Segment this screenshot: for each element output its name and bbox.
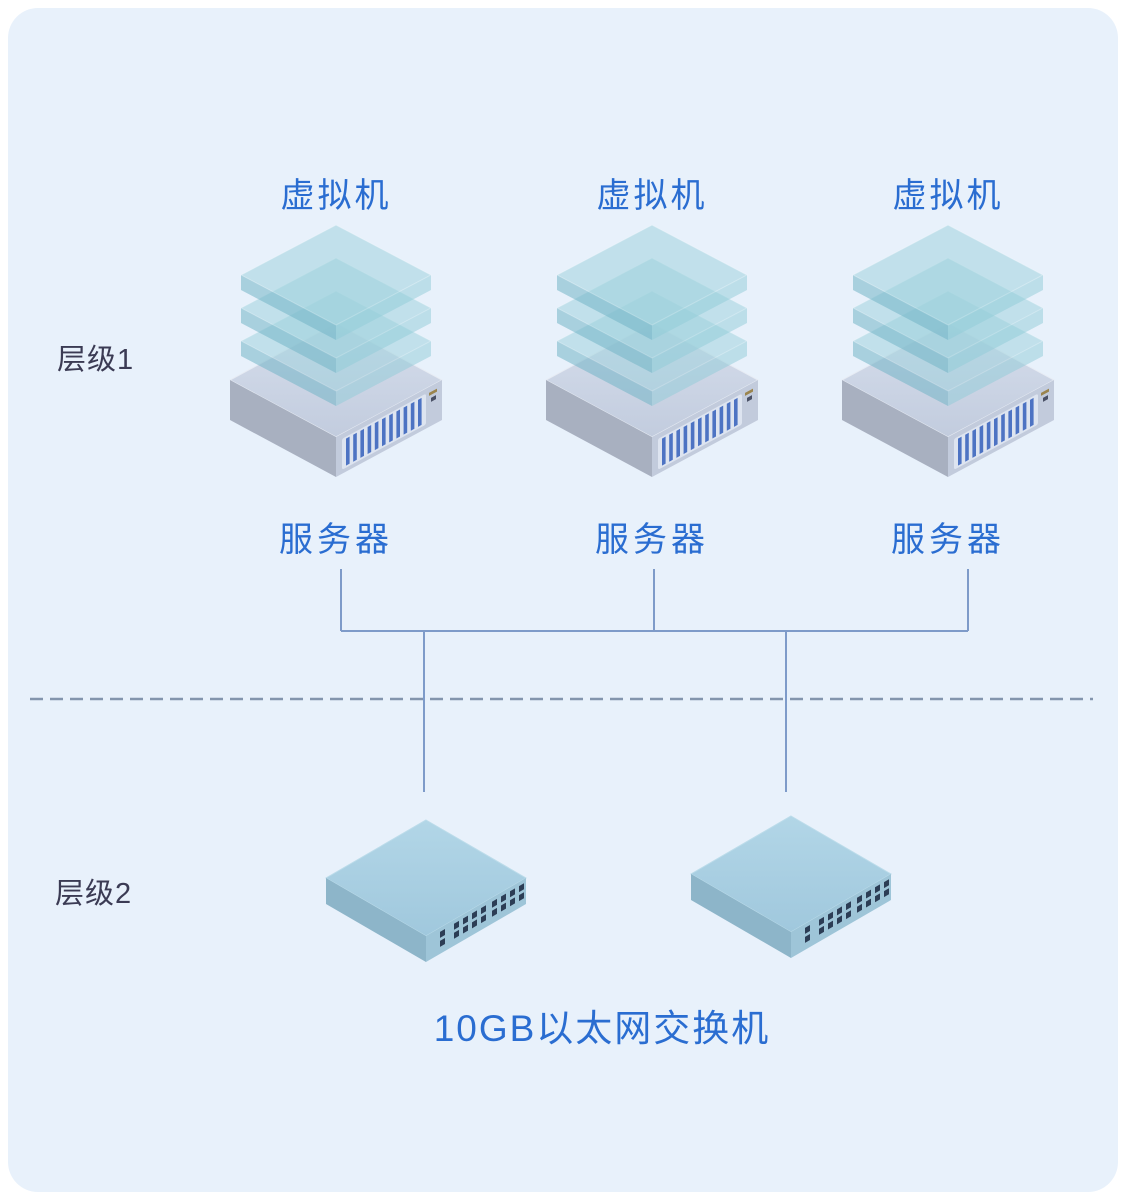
vm-server-unit: 虚拟机 服务器 <box>186 168 486 559</box>
switch-caption: 10GB以太网交换机 <box>433 1008 771 1049</box>
ethernet-switch-icon <box>685 812 897 962</box>
tier1-label: 层级1 <box>57 344 135 376</box>
vm-label: 虚拟机 <box>280 177 392 215</box>
vm-stack-and-server-icon <box>798 225 1098 487</box>
server-label: 服务器 <box>279 521 393 559</box>
server-label: 服务器 <box>891 521 1005 559</box>
server-label: 服务器 <box>595 521 709 559</box>
vm-label: 虚拟机 <box>596 177 708 215</box>
vm-label: 虚拟机 <box>892 177 1004 215</box>
vm-stack-and-server-icon <box>186 225 486 487</box>
tier2-label: 层级2 <box>55 878 133 910</box>
vm-server-unit: 虚拟机 服务器 <box>798 168 1098 559</box>
vm-stack-and-server-icon <box>502 225 802 487</box>
vm-server-unit: 虚拟机 服务器 <box>502 168 802 559</box>
ethernet-switch-icon <box>320 816 532 966</box>
